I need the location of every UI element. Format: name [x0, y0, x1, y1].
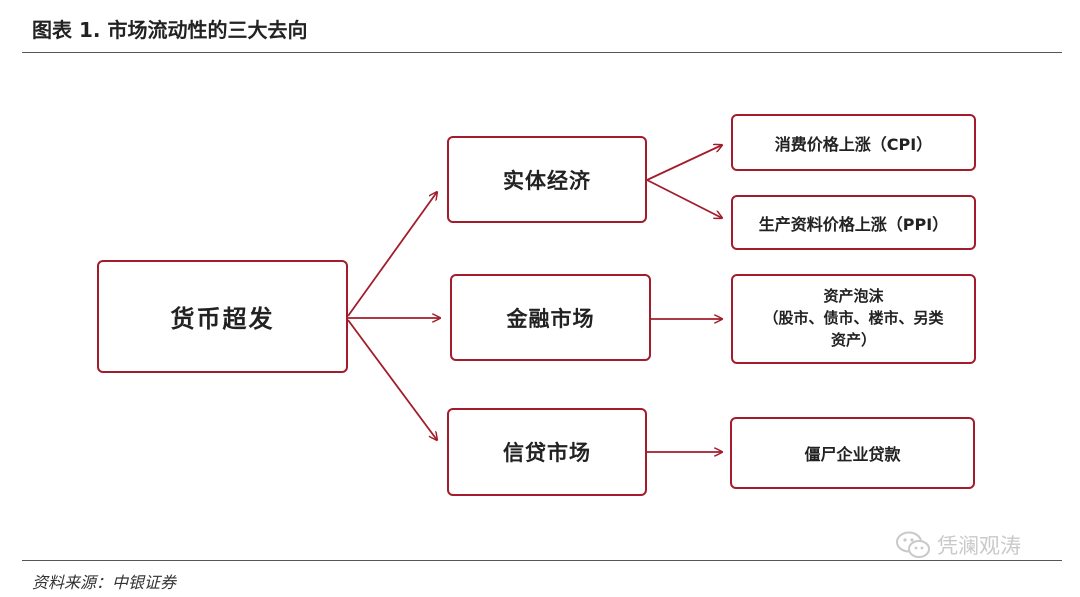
figure-title: 图表 1. 市场流动性的三大去向	[32, 18, 308, 42]
root-node-label: 货币超发	[170, 305, 275, 333]
branch-node-label: 实体经济	[503, 168, 591, 193]
arrow-real-economy-to-cpi	[646, 145, 722, 181]
outcome-node-label: 生产资料价格上涨（PPI）	[758, 214, 949, 234]
wechat-icon	[896, 531, 930, 558]
outcome-node-line: 资产）	[830, 330, 876, 349]
bottom-divider	[22, 560, 1062, 561]
arrow-root-to-credit-market	[347, 319, 437, 440]
branch-node-financial-market: 金融市场	[450, 274, 651, 361]
branch-node-credit-market: 信贷市场	[447, 408, 647, 496]
outcome-node-label: 僵尸企业贷款	[804, 445, 901, 464]
outcome-node-line: 资产泡沫	[823, 287, 884, 306]
branch-node-real-economy: 实体经济	[447, 136, 647, 223]
arrow-real-economy-to-ppi	[646, 179, 722, 218]
branch-node-label: 信贷市场	[503, 441, 591, 465]
arrow-root-to-real-economy	[347, 192, 437, 317]
outcome-node-cpi: 消费价格上涨（CPI）	[731, 114, 976, 171]
watermark: 凭澜观涛	[895, 530, 1021, 560]
top-divider	[22, 52, 1062, 53]
outcome-node-ppi: 生产资料价格上涨（PPI）	[731, 195, 976, 250]
outcome-node-zombie-loans: 僵尸企业贷款	[730, 417, 975, 489]
root-node: 货币超发	[97, 260, 348, 373]
outcome-node-asset-bubble: 资产泡沫 （股市、债市、楼市、另类 资产）	[731, 274, 976, 364]
outcome-node-line: （股市、债市、楼市、另类	[763, 309, 944, 328]
branch-node-label: 金融市场	[506, 306, 595, 331]
source-note: 资料来源：中银证券	[32, 573, 177, 592]
watermark-text: 凭澜观涛	[937, 534, 1021, 558]
outcome-node-label: 消费价格上涨（CPI）	[774, 134, 933, 154]
